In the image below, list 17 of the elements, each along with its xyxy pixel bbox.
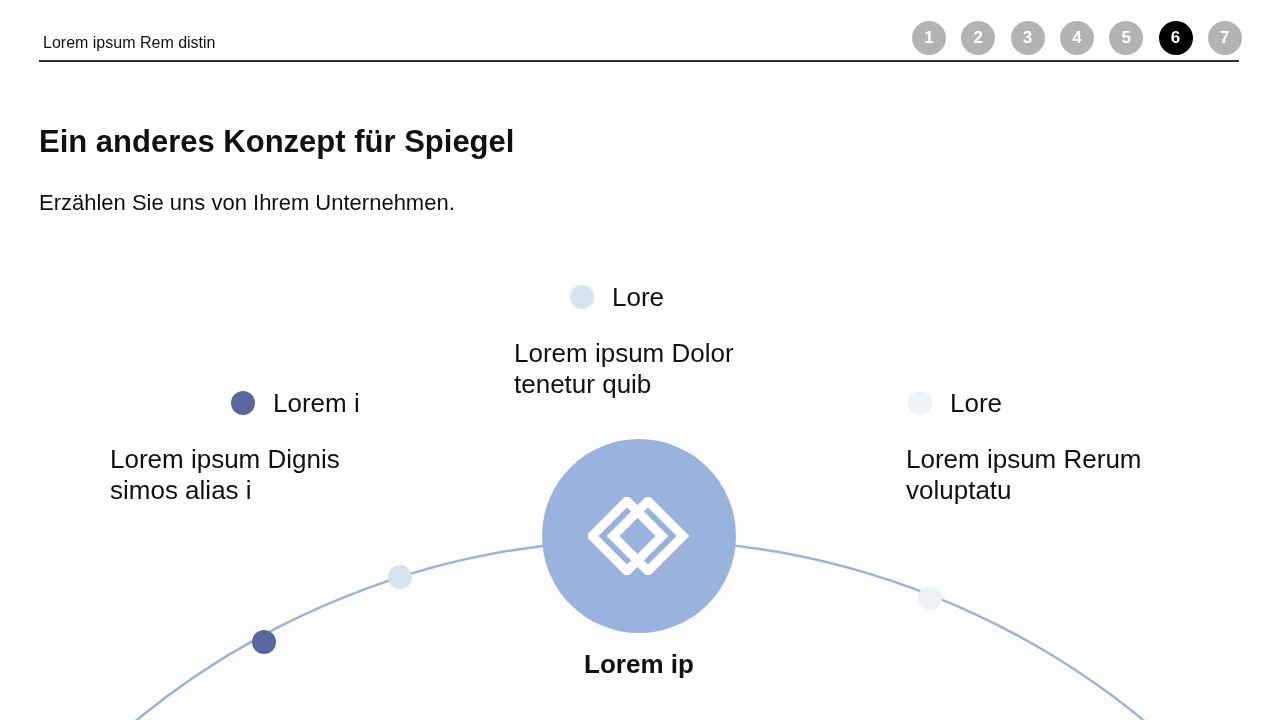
legend-label: Lore bbox=[950, 387, 1003, 419]
page-number-badge: 5 bbox=[1109, 21, 1144, 55]
page-number-badge: 4 bbox=[1059, 21, 1094, 55]
legend-label: Lore bbox=[612, 281, 665, 313]
hub-caption: Lorem ip bbox=[583, 649, 695, 680]
page-number-badge: 7 bbox=[1207, 21, 1242, 55]
legend-label: Lorem i bbox=[273, 387, 360, 419]
slide-title: Ein anderes Konzept für Spiegel bbox=[39, 124, 515, 160]
page-number-badge: 3 bbox=[1010, 21, 1045, 55]
header-text: Lorem ipsum Rem distin bbox=[43, 34, 216, 52]
page-number-badge: 6 bbox=[1158, 21, 1193, 55]
description-text: Lorem ipsum Dignis simos alias i bbox=[110, 444, 341, 506]
subtitle: Erzählen Sie uns von Ihrem Unternehmen. bbox=[39, 190, 455, 216]
description-text: Lorem ipsum Dolor tenetur quib bbox=[514, 338, 735, 400]
description-text: Lorem ipsum Rerum voluptatu bbox=[906, 444, 1143, 506]
page-number-badge: 2 bbox=[961, 21, 996, 55]
page-number-badge: 1 bbox=[912, 21, 946, 55]
